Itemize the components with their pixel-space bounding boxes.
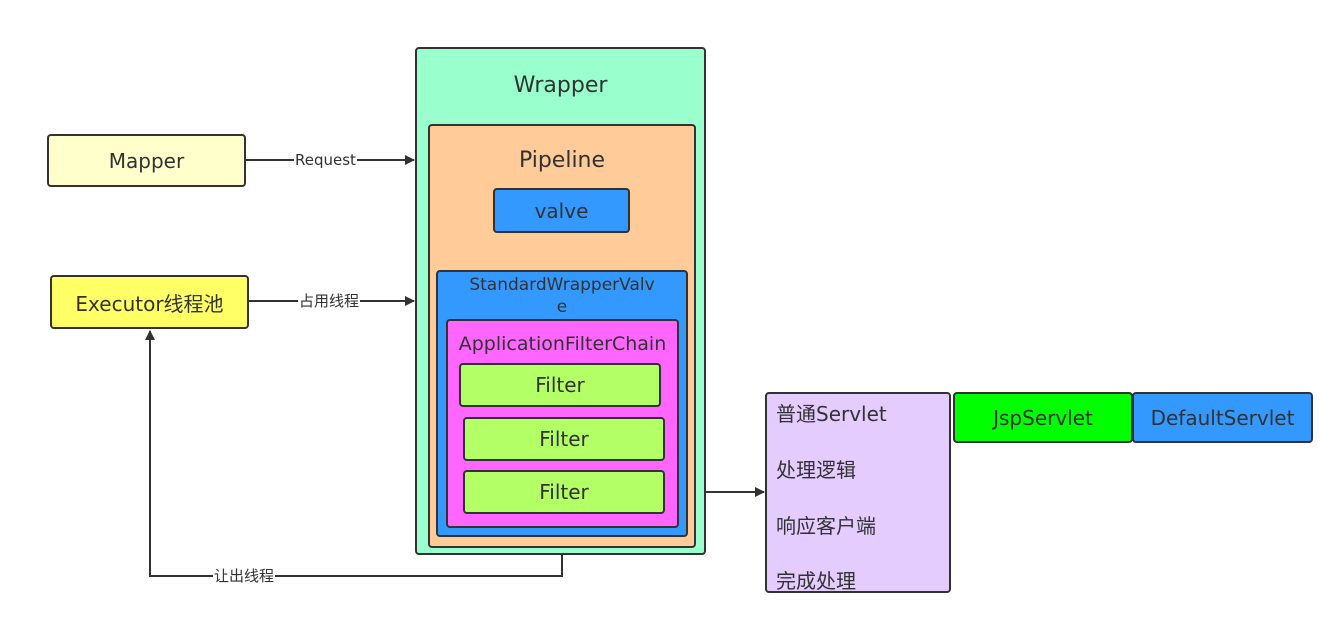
servlet-line-2: 处理逻辑	[776, 458, 856, 482]
valve-node[interactable]: valve	[493, 188, 630, 233]
request-edge-label: Request	[294, 151, 357, 169]
filter-node-2[interactable]: Filter	[463, 417, 665, 461]
servlet-line-3: 响应客户端	[776, 514, 876, 538]
release-thread-edge-label: 让出线程	[213, 567, 276, 585]
filter-node-3[interactable]: Filter	[463, 470, 665, 514]
release-thread-arrow	[145, 330, 563, 577]
wrapper-label: Wrapper	[513, 73, 608, 98]
standard-wrapper-valve-label-line2: e	[556, 297, 568, 317]
filter-node-1[interactable]: Filter	[459, 363, 661, 407]
occupy-thread-edge-label: 占用线程	[298, 292, 361, 310]
servlet-line-1: 普通Servlet	[776, 402, 887, 426]
jsp-servlet-node[interactable]: JspServlet	[953, 392, 1133, 443]
default-servlet-node[interactable]: DefaultServlet	[1132, 392, 1313, 443]
servlet-node[interactable]: 普通Servlet 处理逻辑 响应客户端 完成处理	[765, 392, 951, 593]
default-servlet-label: DefaultServlet	[1150, 405, 1295, 430]
filter-label: Filter	[539, 427, 589, 451]
standard-wrapper-valve-label-line1: StandardWrapperValv	[469, 275, 655, 295]
servlet-line-4: 完成处理	[776, 569, 856, 593]
mapper-node[interactable]: Mapper	[47, 134, 246, 187]
valve-label: valve	[534, 198, 589, 223]
executor-label: Executor线程池	[75, 291, 224, 316]
filter-label: Filter	[535, 373, 585, 397]
jsp-servlet-label: JspServlet	[993, 405, 1093, 430]
executor-node[interactable]: Executor线程池	[50, 275, 249, 329]
application-filter-chain-label: ApplicationFilterChain	[458, 333, 667, 355]
mapper-label: Mapper	[108, 148, 185, 173]
filter-label: Filter	[539, 480, 589, 504]
pipeline-label: Pipeline	[518, 148, 606, 173]
